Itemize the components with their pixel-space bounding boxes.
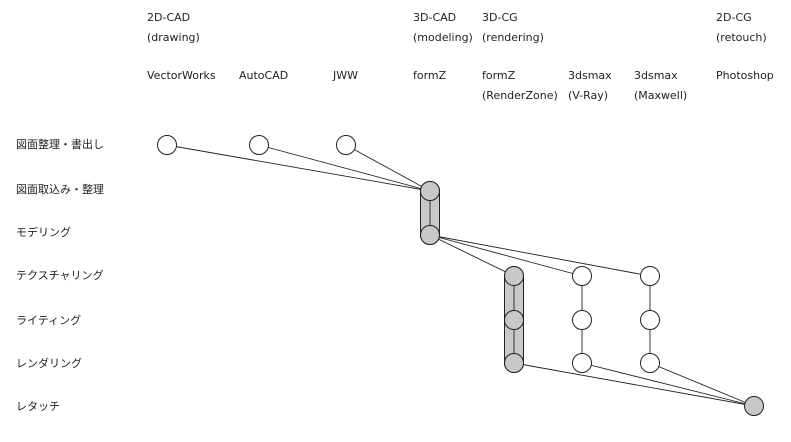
step-node	[504, 353, 524, 373]
category-3d-cg: 3D-CG (rendering)	[482, 8, 544, 48]
step-label: テクスチャリング	[16, 269, 104, 282]
category-subtitle: (drawing)	[147, 31, 200, 44]
connector-line	[429, 234, 651, 277]
step-label: 図面整理・書出し	[16, 138, 104, 151]
step-node	[420, 181, 440, 201]
software-variant: (RenderZone)	[482, 89, 558, 102]
software-3dsmax-maxwell: 3dsmax (Maxwell)	[634, 66, 687, 106]
software-name: 3dsmax	[568, 69, 612, 82]
connector-line	[429, 234, 515, 277]
software-photoshop: Photoshop	[716, 66, 774, 86]
software-vectorworks: VectorWorks	[147, 66, 216, 86]
software-name: VectorWorks	[147, 69, 216, 82]
connector-line	[258, 144, 431, 192]
software-name: JWW	[333, 69, 358, 82]
step-label: ライティング	[16, 314, 82, 327]
connector-line	[581, 362, 755, 407]
step-node	[572, 353, 592, 373]
step-node	[504, 266, 524, 286]
software-3dsmax-vray: 3dsmax (V-Ray)	[568, 66, 612, 106]
category-title: 3D-CAD	[413, 11, 457, 24]
connector-line	[345, 144, 431, 192]
software-name: Photoshop	[716, 69, 774, 82]
category-subtitle: (retouch)	[716, 31, 767, 44]
software-jww: JWW	[333, 66, 358, 86]
connector-line	[513, 362, 755, 407]
step-node	[420, 225, 440, 245]
software-formz-renderzone: formZ (RenderZone)	[482, 66, 558, 106]
software-variant: (V-Ray)	[568, 89, 609, 102]
software-formz: formZ	[413, 66, 446, 86]
connector-line	[166, 144, 431, 192]
category-subtitle: (rendering)	[482, 31, 544, 44]
step-node	[572, 310, 592, 330]
category-title: 2D-CG	[716, 11, 752, 24]
software-variant: (Maxwell)	[634, 89, 688, 102]
software-name: formZ	[413, 69, 447, 82]
software-name: 3dsmax	[634, 69, 678, 82]
step-node	[572, 266, 592, 286]
step-node	[640, 266, 660, 286]
category-subtitle: (modeling)	[413, 31, 473, 44]
step-label: モデリング	[16, 226, 71, 239]
category-3d-cad: 3D-CAD (modeling)	[413, 8, 473, 48]
connector-line	[429, 234, 583, 277]
category-2d-cg: 2D-CG (retouch)	[716, 8, 767, 48]
step-node	[640, 353, 660, 373]
step-node	[249, 135, 269, 155]
step-label: レンダリング	[16, 357, 82, 370]
step-node	[744, 396, 764, 416]
step-label: レタッチ	[16, 400, 60, 413]
step-label: 図面取込み・整理	[16, 183, 104, 196]
software-name: formZ	[482, 69, 516, 82]
step-node	[336, 135, 356, 155]
category-title: 3D-CG	[482, 11, 518, 24]
software-autocad: AutoCAD	[239, 66, 288, 86]
step-node	[640, 310, 660, 330]
category-title: 2D-CAD	[147, 11, 191, 24]
step-node	[157, 135, 177, 155]
step-node	[504, 310, 524, 330]
category-2d-cad: 2D-CAD (drawing)	[147, 8, 200, 48]
connector-line	[649, 362, 755, 407]
software-name: AutoCAD	[239, 69, 289, 82]
